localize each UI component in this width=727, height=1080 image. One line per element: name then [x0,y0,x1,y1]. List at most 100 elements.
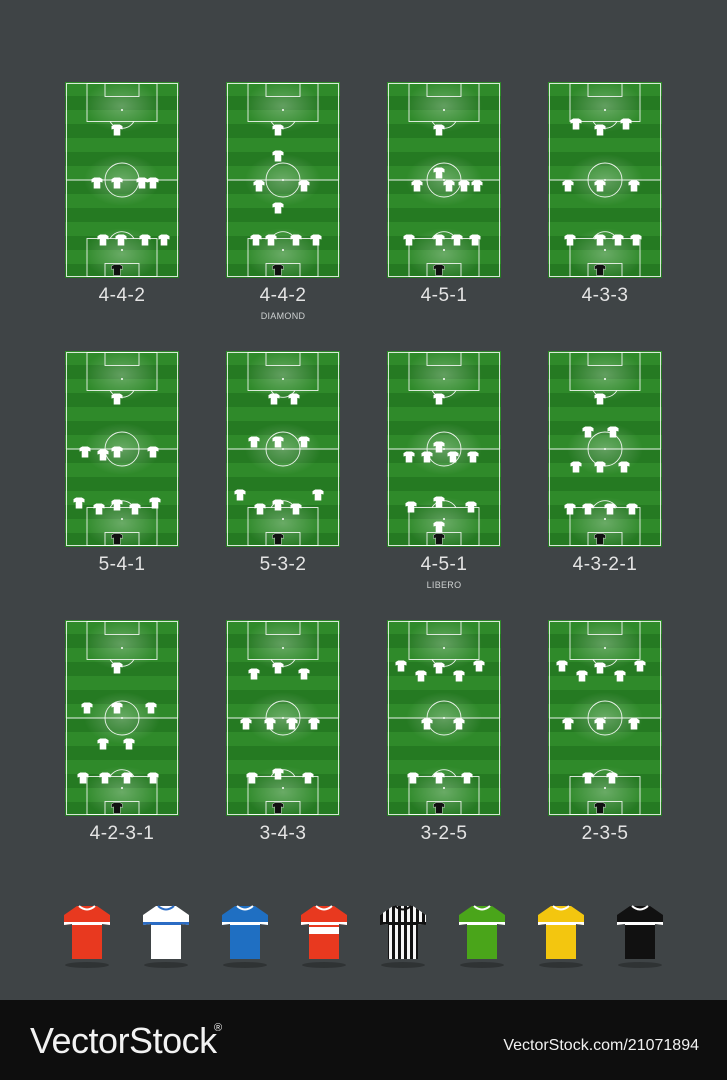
top-goal-area [104,352,140,366]
pitch-light [406,620,482,670]
pitch-light [406,766,482,816]
bottom-penalty-arc [270,769,296,777]
player-shirt [612,234,624,246]
center-circle [265,162,301,198]
pitch-stripe [387,407,501,422]
formation-label: 3-4-3 [259,823,307,844]
pitch [387,620,501,816]
player-shirt [298,668,310,680]
player-shirt [253,180,265,192]
formation-label: 4-5-1 [420,554,468,575]
player-shirt [443,180,455,192]
top-goal-area [587,83,623,97]
player-shirt [312,489,324,501]
pitch-spot [121,109,123,111]
formation-label: 4-4-2 [259,285,307,306]
player-shirt [618,461,630,473]
player-shirt [97,449,109,461]
pitch-stripe [226,676,340,691]
pitch [548,620,662,816]
pitch-spot [282,448,284,450]
pitch-stripe [548,138,662,153]
player-shirt [248,436,260,448]
player-shirt [286,718,298,730]
pitch-light [406,497,482,547]
player-shirt [272,662,284,674]
player-shirt [290,503,302,515]
pitch-spot [443,518,445,520]
player-shirt [433,496,445,508]
player-shirt [465,501,477,513]
player-shirt [240,718,252,730]
center-circle [426,700,462,736]
pitch-spot [604,717,606,719]
pitch-spot [282,647,284,649]
pitch [226,620,340,816]
pitch-light [84,620,160,670]
top-goal-area [104,83,140,97]
pitch-stripe [65,746,179,761]
player-shirt [136,177,148,189]
top-goal-area [426,621,462,635]
formation-label: 4-3-3 [581,285,629,306]
player-shirt [123,738,135,750]
player-shirt [606,772,618,784]
pitch-light [245,766,321,816]
goalkeeper-shirt [111,533,123,545]
registered-mark: ® [214,1022,223,1034]
player-shirt [111,124,123,136]
pitch-spot [443,378,445,380]
player-shirt [594,234,606,246]
player-shirt [272,202,284,214]
pitch-light [245,497,321,547]
pitch-spot [604,647,606,649]
top-goal-area [587,352,623,366]
bottom-goal-area [104,263,140,277]
watermark-footer: VectorStock ® VectorStock.com/21071894 [0,1000,727,1080]
player-shirt [158,234,170,246]
player-shirt [111,446,123,458]
top-goal-area [587,621,623,635]
player-shirt [451,234,463,246]
player-shirt [433,393,445,405]
bottom-goal-area [265,801,301,815]
pitch-stripe [548,477,662,492]
center-circle [426,162,462,198]
goalkeeper-shirt [594,533,606,545]
formation-card: 4-3-2-1 [548,351,662,575]
player-shirt [147,772,159,784]
pitch-stripe [226,477,340,492]
brand-name: VectorStock [30,1020,217,1061]
pitch-light [245,82,321,132]
formation-label: 4-4-2 [98,285,146,306]
pitch-spot [282,249,284,251]
pitch-light [84,82,160,132]
center-circle [265,700,301,736]
player-shirt [433,772,445,784]
player-shirt [582,772,594,784]
pitch-spot [443,249,445,251]
pitch [226,82,340,278]
pitch-stripe [548,407,662,422]
pitch-light [406,351,482,401]
pitch-light [245,228,321,278]
pitch [387,351,501,547]
white-shirt-icon [136,895,196,975]
green-shirt-icon [452,895,512,975]
red-white-band-shirt-icon [294,895,354,975]
goalkeeper-shirt [111,802,123,814]
player-shirt [395,660,407,672]
player-shirt [564,503,576,515]
pitch-stripe [226,208,340,223]
pitch-spot [604,249,606,251]
top-goal-area [265,621,301,635]
player-shirt [562,718,574,730]
player-shirt [433,521,445,533]
player-shirt [264,718,276,730]
player-shirt [147,446,159,458]
player-shirt [115,234,127,246]
formation-card: 3-2-5 [387,620,501,844]
player-shirt [99,772,111,784]
center-circle [265,431,301,467]
